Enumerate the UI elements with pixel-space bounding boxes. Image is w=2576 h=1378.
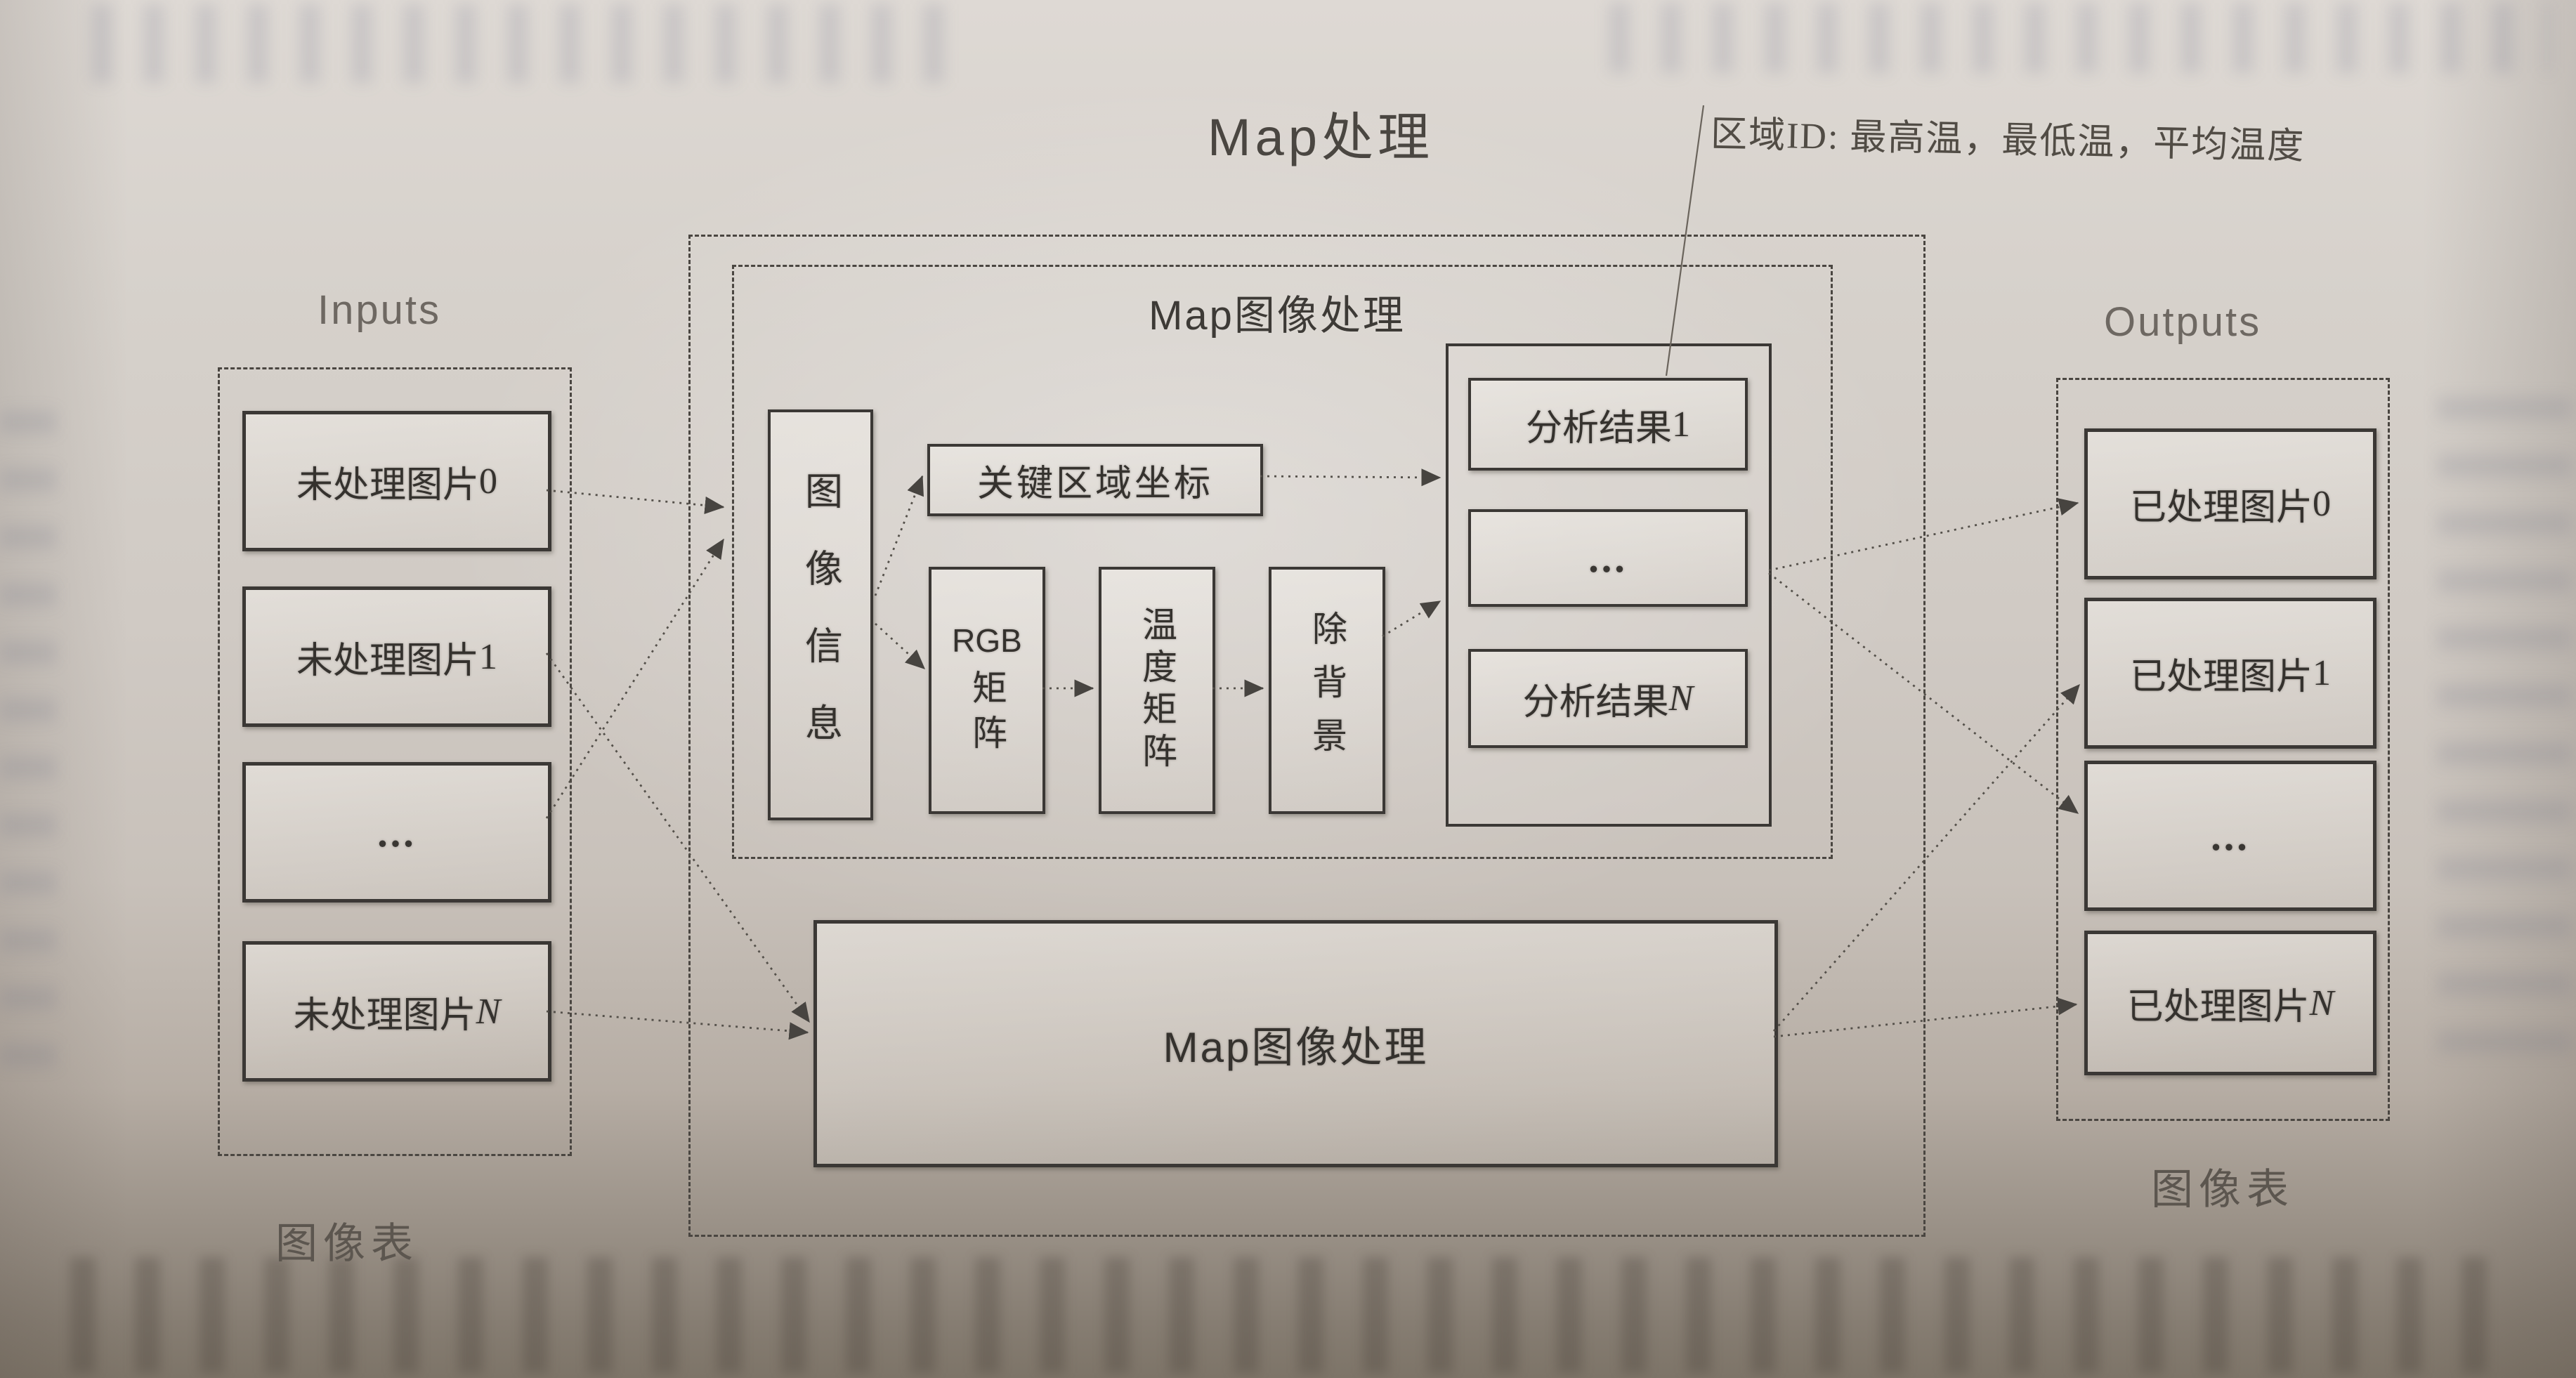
analysis-result-label: 分析结果 (1522, 683, 1669, 723)
input-box-index: 1 (479, 636, 497, 677)
ellipsis-text: ... (377, 809, 417, 855)
output-box-index: 1 (2313, 653, 2331, 693)
key-region-box: 关键区域坐标 (927, 444, 1263, 516)
input-box-index: N (476, 991, 501, 1032)
remove-background-box: 除背景 (1269, 567, 1385, 814)
bleed-through-right-margin (2438, 365, 2571, 1054)
analysis-result-index: N (1668, 678, 1694, 718)
map-image-processing-title: Map图像处理 (1149, 293, 1406, 339)
inputs-table-label: 图像表 (275, 1221, 419, 1267)
outputs-table-label: 图像表 (2151, 1167, 2294, 1213)
bleed-through-top-left (91, 4, 969, 83)
region-id-annotation: 区域ID: 最高温，最低温，平均温度 (1710, 114, 2306, 167)
bleed-through-top-right (1609, 3, 2550, 73)
bleed-through-bottom (70, 1257, 2501, 1373)
inputs-label: Inputs (318, 287, 441, 333)
output-box-ellipsis: ... (2084, 761, 2376, 911)
image-info-box: 图像信息 (768, 409, 873, 820)
input-box-index: 0 (479, 461, 497, 501)
output-box-index: N (2309, 983, 2334, 1023)
analysis-result-ellipsis: ... (1468, 509, 1748, 607)
temperature-matrix-box: 温度矩阵 (1099, 567, 1215, 814)
analysis-result-label: 分析结果 (1525, 408, 1672, 449)
rgb-matrix-latin: RGB (952, 622, 1022, 659)
output-box-index: 0 (2313, 484, 2331, 524)
input-box-label: 未处理图片 (296, 641, 479, 681)
rgb-matrix-box: RGB 矩阵 (929, 567, 1045, 814)
map-stage-title: Map处理 (1208, 108, 1434, 166)
input-box-label: 未处理图片 (296, 465, 479, 506)
output-box-label: 已处理图片 (2129, 488, 2313, 528)
ellipsis-text: ... (1588, 535, 1628, 581)
bleed-through-left-margin (0, 379, 56, 1068)
ellipsis-text: ... (2211, 813, 2250, 859)
rgb-matrix-cjk: 矩阵 (967, 669, 1007, 759)
output-box-label: 已处理图片 (2126, 987, 2310, 1028)
input-box-label: 未处理图片 (293, 995, 476, 1036)
map-image-processing-box: Map图像处理 (813, 920, 1778, 1167)
outputs-label: Outputs (2104, 299, 2262, 345)
output-box-label: 已处理图片 (2129, 657, 2313, 697)
analysis-result-index: 1 (1672, 404, 1690, 445)
input-box-ellipsis: ... (242, 762, 551, 903)
